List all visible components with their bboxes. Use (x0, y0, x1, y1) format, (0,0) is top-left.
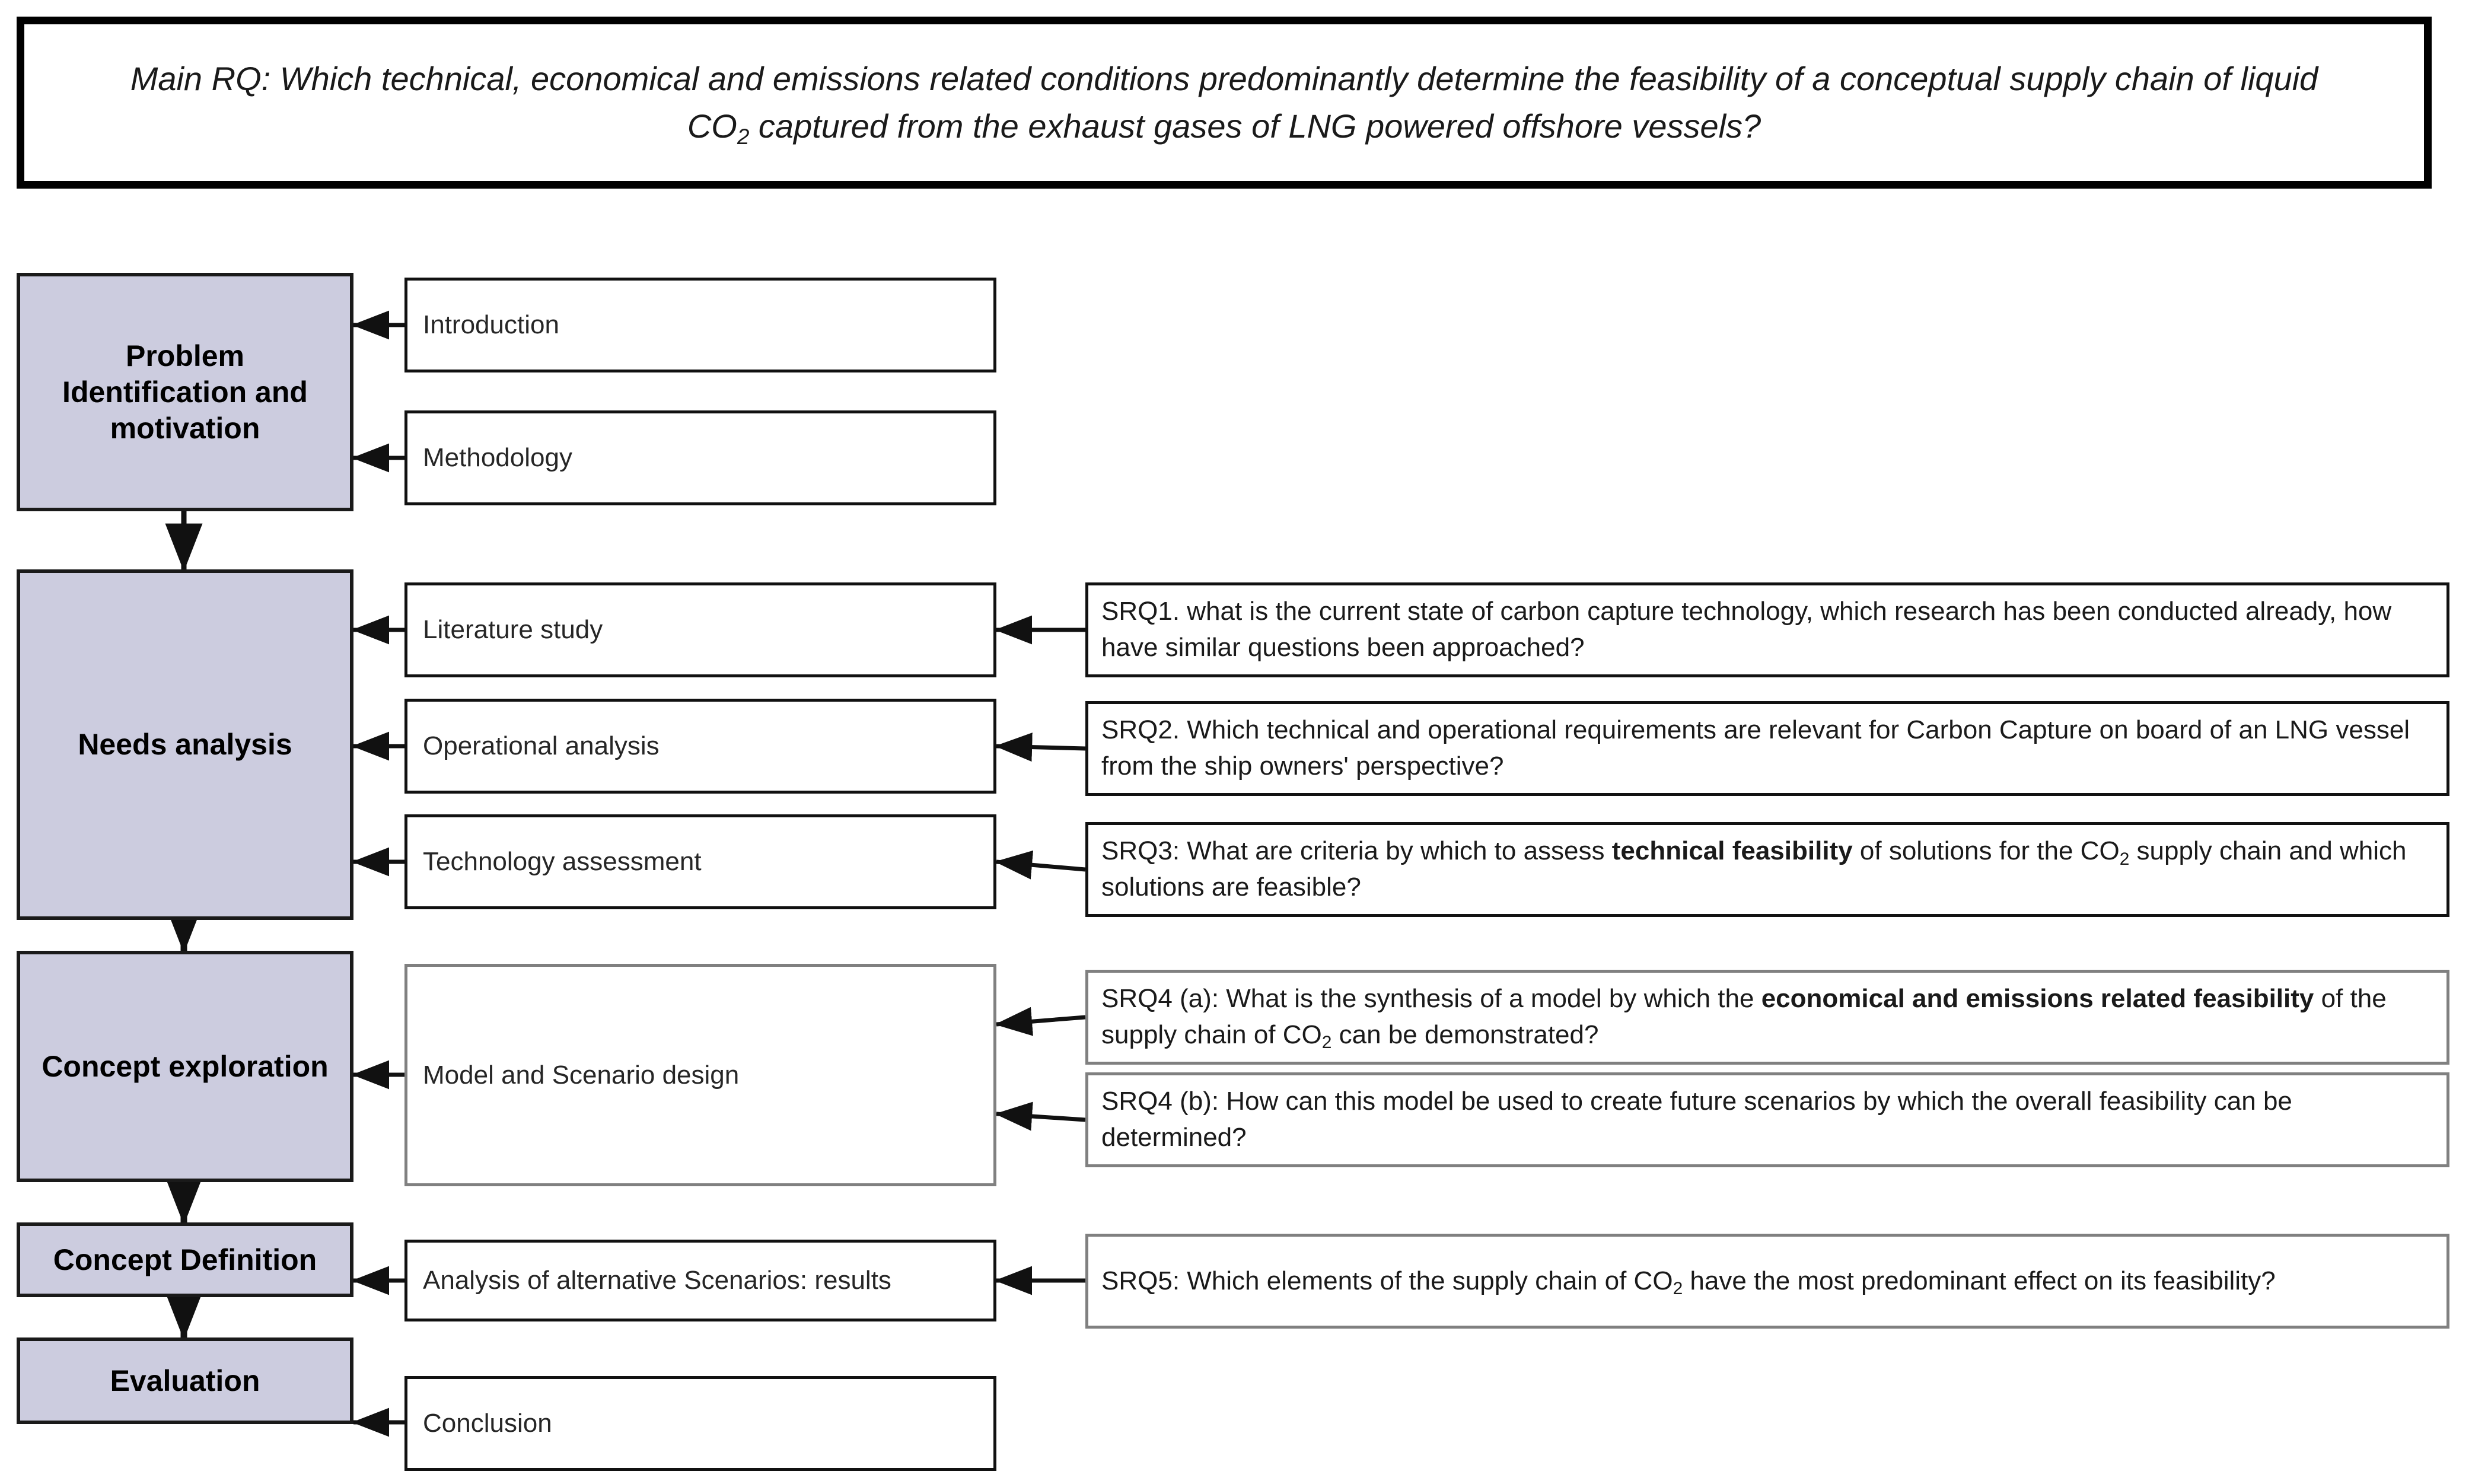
srq-box-srq4a[interactable]: SRQ4 (a): What is the synthesis of a mod… (1085, 970, 2449, 1065)
task-label-conclusion: Conclusion (423, 1409, 552, 1438)
task-label-methodology: Methodology (423, 443, 572, 473)
stage-box-evaluation[interactable]: Evaluation (17, 1337, 353, 1424)
task-box-literature-study[interactable]: Literature study (404, 582, 996, 677)
task-label-analysis-alternative-scenarios: Analysis of alternative Scenarios: resul… (423, 1266, 891, 1295)
srq-text-srq3: SRQ3: What are criteria by which to asse… (1101, 836, 2407, 902)
main-research-question-banner: Main RQ: Which technical, economical and… (17, 17, 2432, 189)
srq-box-srq3[interactable]: SRQ3: What are criteria by which to asse… (1085, 822, 2449, 917)
srq-text-srq2: SRQ2. Which technical and operational re… (1101, 715, 2410, 781)
srq-box-srq1[interactable]: SRQ1. what is the current state of carbo… (1085, 582, 2449, 677)
task-label-literature-study: Literature study (423, 615, 603, 645)
stage-box-concept-exploration[interactable]: Concept exploration (17, 951, 353, 1182)
srq-box-srq2[interactable]: SRQ2. Which technical and operational re… (1085, 701, 2449, 796)
srq-text-srq4a: SRQ4 (a): What is the synthesis of a mod… (1101, 984, 2387, 1053)
main-rq-subscript: 2 (737, 125, 750, 149)
stage-label-problem-identification: Problem Identification and motivation (62, 339, 308, 445)
stage-label-concept-definition: Concept Definition (53, 1243, 317, 1276)
main-rq-prefix: Main RQ: Which technical, economical and… (130, 60, 2318, 145)
task-label-operational-analysis: Operational analysis (423, 731, 660, 761)
arrow-srq4a-to-model (995, 1007, 1086, 1036)
main-rq-suffix: captured from the exhaust gases of LNG p… (749, 107, 1761, 145)
stage-box-needs-analysis[interactable]: Needs analysis (17, 569, 353, 920)
srq-box-srq5[interactable]: SRQ5: Which elements of the supply chain… (1085, 1234, 2449, 1329)
task-box-model-scenario-design[interactable]: Model and Scenario design (404, 964, 996, 1186)
stage-label-needs-analysis: Needs analysis (78, 728, 292, 761)
srq-text-srq1: SRQ1. what is the current state of carbo… (1101, 597, 2392, 662)
stage-box-problem-identification[interactable]: Problem Identification and motivation (17, 273, 353, 511)
stage-label-concept-exploration: Concept exploration (42, 1049, 329, 1083)
main-research-question-text: Main RQ: Which technical, economical and… (56, 55, 2393, 149)
srq-box-srq4b[interactable]: SRQ4 (b): How can this model be used to … (1085, 1072, 2449, 1167)
arrow-srq4b-to-model (995, 1101, 1086, 1131)
task-box-analysis-alternative-scenarios[interactable]: Analysis of alternative Scenarios: resul… (404, 1240, 996, 1321)
arrow-srq2-to-operational (995, 733, 1086, 762)
srq-text-srq4b: SRQ4 (b): How can this model be used to … (1101, 1087, 2292, 1152)
task-box-technology-assessment[interactable]: Technology assessment (404, 814, 996, 909)
task-box-methodology[interactable]: Methodology (404, 410, 996, 505)
task-box-introduction[interactable]: Introduction (404, 278, 996, 372)
task-box-conclusion[interactable]: Conclusion (404, 1376, 996, 1471)
task-box-operational-analysis[interactable]: Operational analysis (404, 699, 996, 794)
srq-text-srq5: SRQ5: Which elements of the supply chain… (1101, 1266, 2276, 1299)
task-label-technology-assessment: Technology assessment (423, 847, 702, 877)
arrow-srq3-to-technology (995, 850, 1086, 880)
task-label-model-scenario-design: Model and Scenario design (423, 1060, 740, 1090)
task-label-introduction: Introduction (423, 310, 559, 340)
stage-label-evaluation: Evaluation (110, 1364, 260, 1397)
stage-box-concept-definition[interactable]: Concept Definition (17, 1222, 353, 1297)
